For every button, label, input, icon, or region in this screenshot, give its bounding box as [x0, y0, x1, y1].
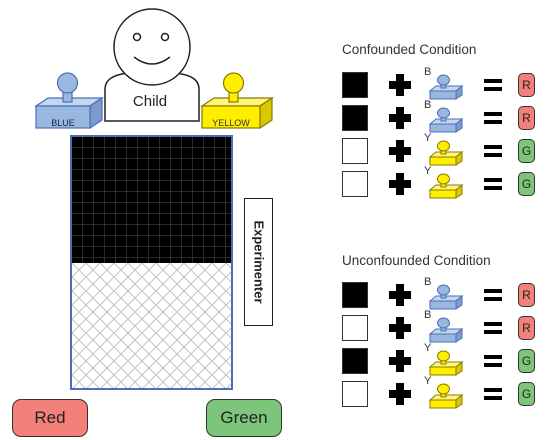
- result-badge: G: [518, 139, 535, 163]
- white-square: [342, 171, 368, 197]
- equals-icon: [484, 322, 502, 334]
- result-badge: R: [518, 106, 535, 130]
- equals-icon: [484, 145, 502, 157]
- plus-icon: [389, 173, 411, 195]
- child-figure: [104, 8, 200, 122]
- confounded-title: Confounded Condition: [342, 42, 477, 57]
- green-button[interactable]: Green: [206, 399, 282, 437]
- stamp-letter: Y: [424, 375, 432, 387]
- blue-stamp-icon: [428, 74, 464, 100]
- black-square: [342, 105, 368, 131]
- experimenter-label: Experimenter: [251, 220, 266, 304]
- equals-icon: [484, 112, 502, 124]
- yellow-stamp-icon: [428, 140, 464, 166]
- plus-icon: [389, 107, 411, 129]
- stamp-letter: Y: [424, 342, 432, 354]
- blue-stamp-label: BLUE: [51, 118, 75, 128]
- white-hatch-region: [72, 263, 231, 388]
- black-square: [342, 282, 368, 308]
- yellow-stamp-icon: [200, 72, 274, 130]
- blue-stamp-icon: [34, 72, 104, 130]
- black-square: [342, 348, 368, 374]
- plus-icon: [389, 140, 411, 162]
- equals-icon: [484, 355, 502, 367]
- blue-stamp-icon: [428, 317, 464, 343]
- black-square: [342, 72, 368, 98]
- plus-icon: [389, 317, 411, 339]
- plus-icon: [389, 284, 411, 306]
- plus-icon: [389, 383, 411, 405]
- result-badge: G: [518, 349, 535, 373]
- stamp-letter: B: [424, 99, 432, 111]
- table-surface: [70, 135, 233, 390]
- red-button[interactable]: Red: [12, 399, 88, 437]
- stamp-letter: B: [424, 276, 432, 288]
- equals-icon: [484, 289, 502, 301]
- child-label: Child: [132, 93, 168, 110]
- white-square: [342, 138, 368, 164]
- plus-icon: [389, 350, 411, 372]
- white-square: [342, 315, 368, 341]
- result-badge: R: [518, 283, 535, 307]
- experimenter-box: Experimenter: [244, 198, 273, 326]
- stamp-letter: Y: [424, 132, 432, 144]
- equals-icon: [484, 79, 502, 91]
- result-badge: G: [518, 172, 535, 196]
- result-badge: G: [518, 382, 535, 406]
- yellow-stamp-icon: [428, 350, 464, 376]
- plus-icon: [389, 74, 411, 96]
- equals-icon: [484, 388, 502, 400]
- stamp-letter: B: [424, 66, 432, 78]
- unconfounded-title: Unconfounded Condition: [342, 253, 491, 268]
- equals-icon: [484, 178, 502, 190]
- white-square: [342, 381, 368, 407]
- yellow-stamp-icon: [428, 173, 464, 199]
- result-badge: R: [518, 316, 535, 340]
- result-badge: R: [518, 73, 535, 97]
- yellow-stamp-label: YELLOW: [212, 118, 250, 128]
- yellow-stamp-icon: [428, 383, 464, 409]
- stamp-letter: B: [424, 309, 432, 321]
- black-grid-region: [72, 137, 231, 263]
- blue-stamp-icon: [428, 107, 464, 133]
- blue-stamp-icon: [428, 284, 464, 310]
- stamp-letter: Y: [424, 165, 432, 177]
